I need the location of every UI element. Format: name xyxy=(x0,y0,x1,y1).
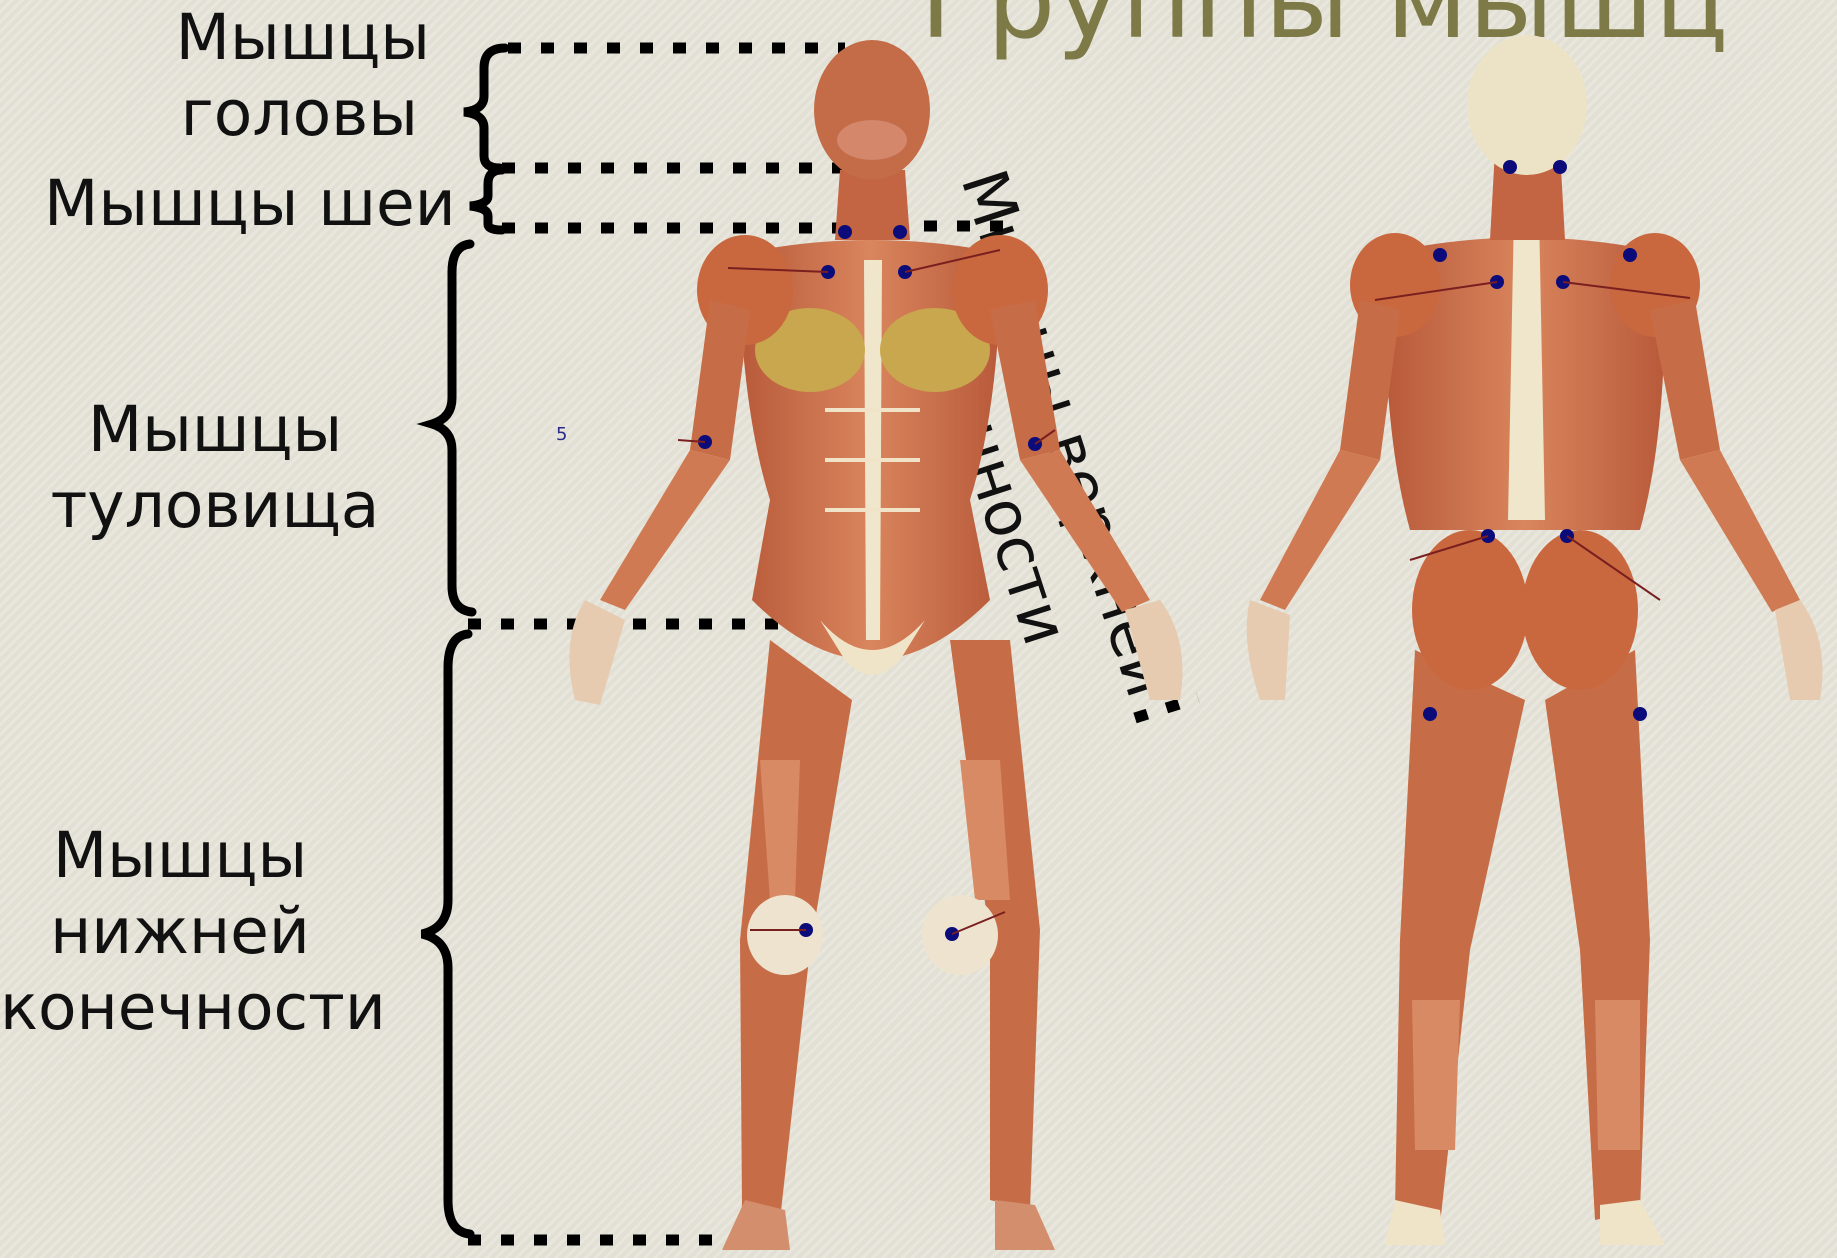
back-figure xyxy=(1247,35,1823,1245)
brace-trunk xyxy=(432,244,472,612)
front-figure xyxy=(569,40,1182,1250)
brace-head xyxy=(464,48,505,168)
brace-neck xyxy=(470,170,502,230)
brace-lower-limb xyxy=(422,634,470,1234)
